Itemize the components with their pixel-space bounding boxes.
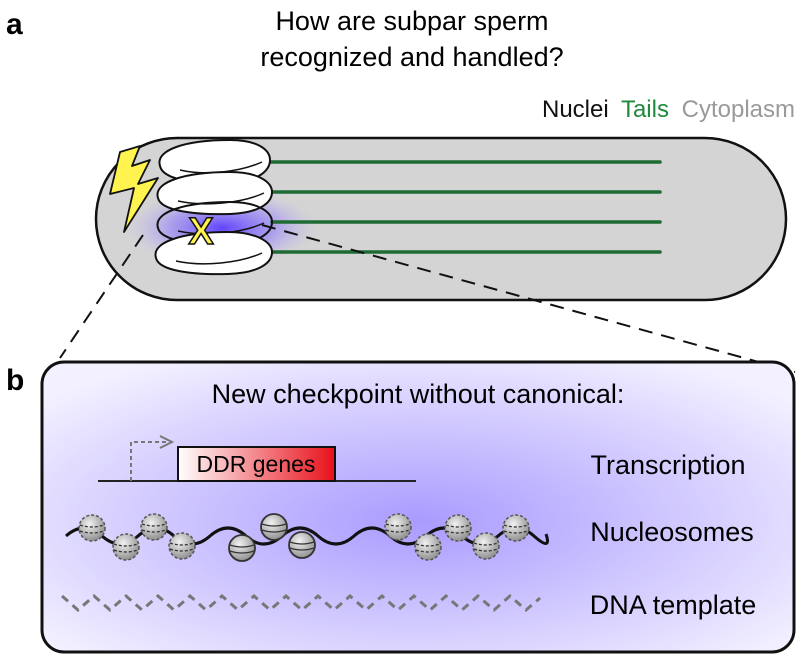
nucleus-2 <box>156 170 274 216</box>
legend-nuclei: Nuclei <box>542 96 609 123</box>
nucleosome-bead <box>384 513 412 541</box>
question-line-2: recognized and handled? <box>260 42 563 72</box>
ddr-gene-box <box>177 446 336 482</box>
legend-cytoplasm: Cytoplasm <box>682 96 795 123</box>
nucleosome-diagram <box>65 513 549 562</box>
lightning-icon <box>109 145 159 233</box>
legend: Nuclei Tails Cytoplasm <box>542 96 795 123</box>
zoom-lines <box>59 224 796 373</box>
nucleosome-bead <box>414 533 442 561</box>
row-label-nucleosomes: Nucleosomes <box>590 517 754 547</box>
ddr-gene-label: DDR genes <box>197 451 316 477</box>
panel-b-title: New checkpoint without canonical: <box>212 379 625 409</box>
nucleosome-bead <box>140 513 168 541</box>
promoter-arrowhead-icon <box>159 435 175 449</box>
nucleosome-bead <box>472 532 500 560</box>
promoter-arrow <box>130 441 168 481</box>
nucleosome-bead <box>260 513 288 541</box>
nucleosome-bead <box>288 531 316 559</box>
zoom-line-right <box>261 224 796 373</box>
nucleosome-bead <box>168 532 196 560</box>
panel-a-letter: a <box>6 8 23 41</box>
damage-x-mark: X <box>188 211 214 253</box>
row-label-transcription: Transcription <box>590 450 745 480</box>
nucleosome-bead <box>78 514 106 542</box>
cyst-cell: X <box>94 136 788 302</box>
nucleosome-bead <box>502 514 530 542</box>
question-line-1: How are subpar sperm <box>275 6 548 36</box>
nucleosome-bead <box>112 533 140 561</box>
legend-tails: Tails <box>621 96 669 123</box>
nucleosome-bead <box>228 534 256 562</box>
zoom-line-left <box>59 234 144 359</box>
panel-b-box <box>40 360 796 654</box>
nucleus-4 <box>154 230 274 276</box>
panel-b-letter: b <box>6 364 24 397</box>
transcription-diagram: DDR genes <box>98 435 416 482</box>
tails <box>266 160 662 254</box>
nucleosome-bead <box>444 514 472 542</box>
nuclei <box>154 138 274 276</box>
row-label-dna-template: DNA template <box>590 590 757 620</box>
